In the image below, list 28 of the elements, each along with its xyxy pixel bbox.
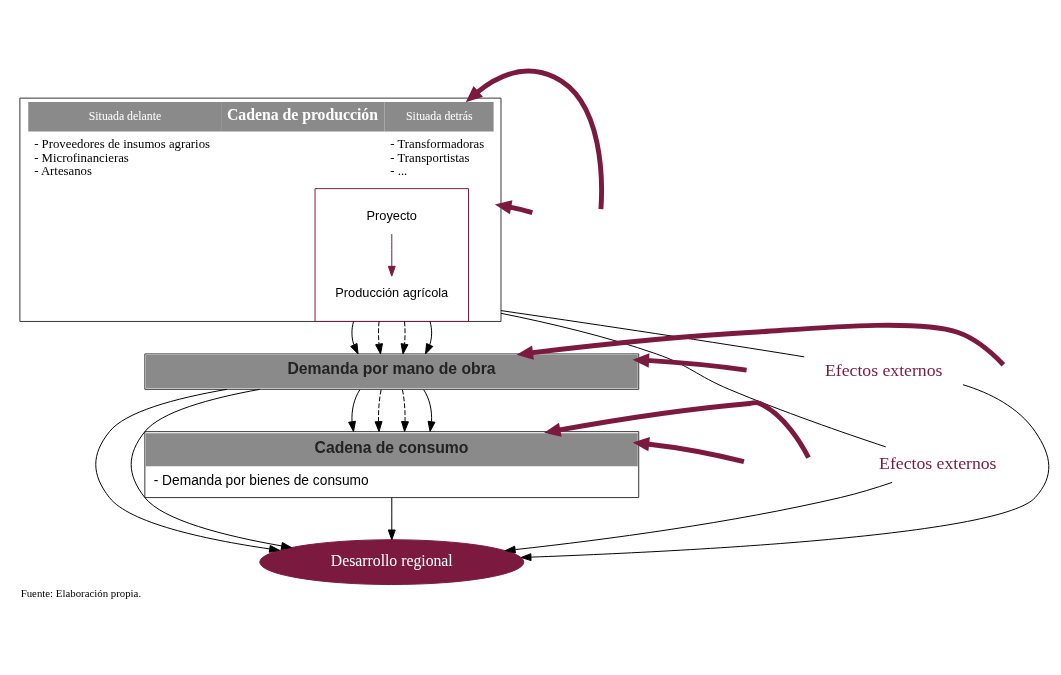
arrow [544, 400, 811, 459]
arrow [504, 481, 893, 554]
arrow [516, 322, 1006, 367]
arrow [350, 320, 359, 355]
arrow [374, 389, 383, 432]
arrow [401, 389, 409, 432]
cluster [314, 188, 469, 322]
arrow [348, 389, 361, 432]
caption: Fuente: Elaboración propia. [20, 586, 142, 599]
arrow [425, 320, 434, 355]
arrow [400, 320, 409, 355]
arrow [375, 320, 383, 355]
node-text: Proyecto [366, 207, 417, 223]
arrow [632, 353, 747, 373]
node-text: Efectos externos [879, 452, 997, 473]
arrow [423, 389, 436, 432]
arrow [632, 437, 745, 465]
node-text: Efectos externos [824, 359, 943, 380]
arrow [494, 200, 533, 215]
arrow [387, 497, 396, 541]
arrow [95, 388, 280, 553]
arrow [520, 384, 1050, 562]
arrow [465, 68, 604, 210]
node-text: Producción agrícola [335, 285, 449, 301]
arrow [387, 233, 396, 277]
arrow [130, 388, 292, 550]
connector [500, 312, 887, 448]
connector [500, 310, 805, 358]
